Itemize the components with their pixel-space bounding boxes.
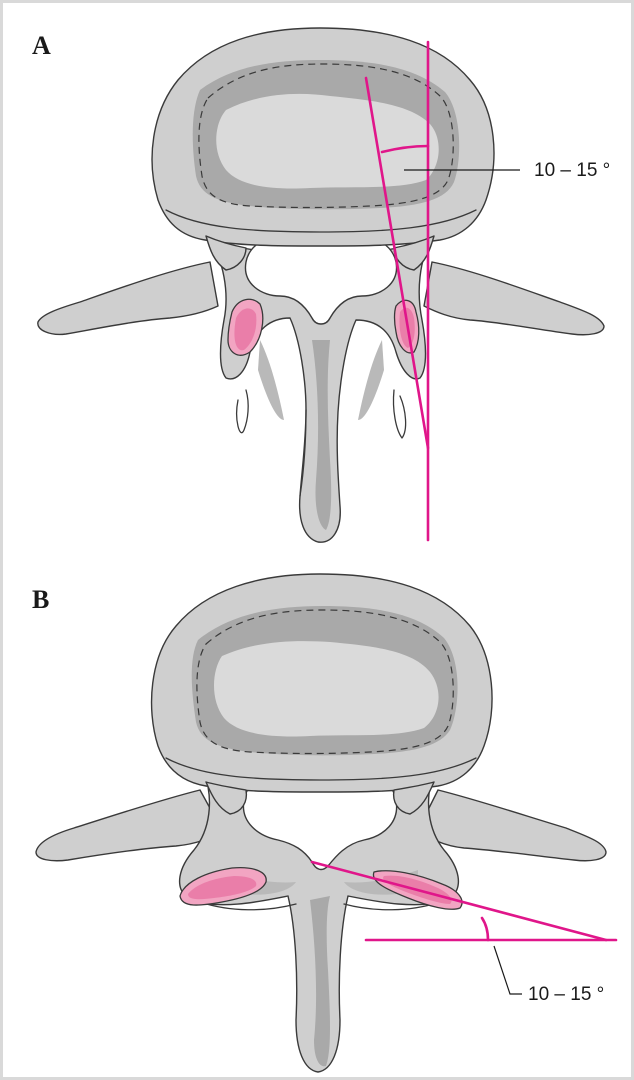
body-highlight-b — [214, 641, 439, 736]
transverse-process-right-b — [418, 790, 606, 861]
panel-b: B — [32, 574, 616, 1072]
panel-letter-b: B — [32, 585, 49, 614]
angle-label-b: 10 – 15 ° — [528, 984, 604, 1005]
transverse-process-left-a — [38, 262, 218, 334]
facet-angle-line-b — [312, 862, 606, 940]
angle-arc-b — [482, 918, 488, 940]
vertebral-body-a — [152, 28, 494, 246]
lamina-shade-left-a — [258, 340, 284, 420]
transverse-process-right-a — [424, 262, 604, 335]
angle-leader-b — [494, 946, 522, 994]
inferior-articular-left-a — [237, 390, 248, 433]
panel-letter-a: A — [32, 31, 51, 60]
panel-a: A — [32, 28, 610, 542]
angle-label-a: 10 – 15 ° — [534, 160, 610, 181]
lamina-shade-right-a — [358, 340, 384, 420]
vertebral-body-b — [152, 574, 493, 792]
inferior-articular-right-a — [393, 390, 405, 438]
